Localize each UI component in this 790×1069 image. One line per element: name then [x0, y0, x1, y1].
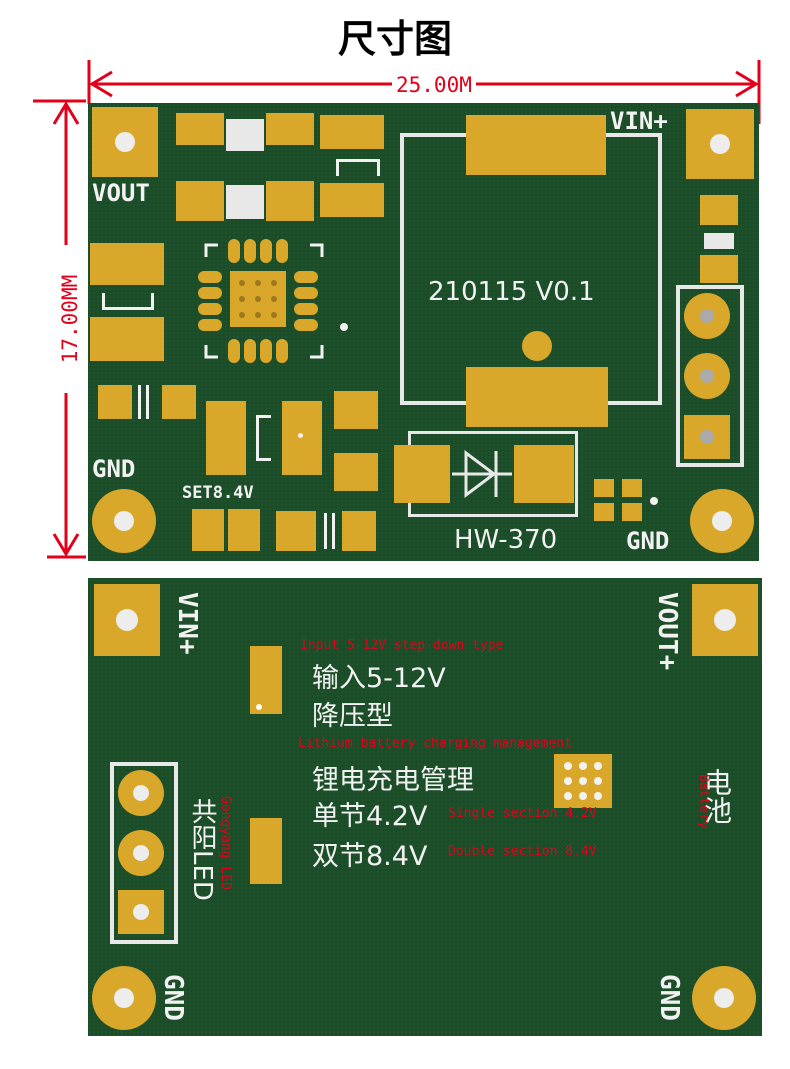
header-pin-square [118, 890, 164, 934]
header-pin [118, 770, 164, 816]
double-note-en: Double section 8.4V [448, 844, 597, 859]
pin1-dot [256, 704, 262, 710]
silk-line [146, 385, 149, 419]
width-dimension-label: 25.00M [392, 73, 476, 97]
board-version-label: 210115 V0.1 [428, 277, 595, 307]
smd-pad-small [622, 479, 642, 497]
led-header-outline [676, 285, 744, 467]
vout-pad [92, 107, 158, 177]
input-note-en: Input 5-12V step-down type [300, 638, 504, 653]
pcb-bottom-view: VIN+ VOUT+ GND GND 输入5-12V 降压型 锂电充电管理 单节… [88, 578, 762, 1036]
smd-pad [206, 401, 246, 475]
silk-line [138, 385, 141, 419]
smd-pad [320, 183, 384, 217]
pcb-top-view: VOUT VIN+ GND GND SET8.4V 210115 V0.1 HW… [88, 103, 759, 561]
smd-pad [162, 385, 196, 419]
inductor-pad-top [466, 115, 606, 175]
silk-outline [256, 415, 271, 461]
ic-pad [554, 754, 612, 808]
silk-outline [102, 293, 154, 310]
lithium-note-en: Lithium battery charging management [298, 736, 572, 751]
resistor-body [226, 185, 264, 219]
ic-chip [198, 239, 348, 363]
gnd-pad-left [92, 966, 156, 1030]
vout-label: VOUT+ [652, 592, 682, 671]
diode-pad [514, 445, 574, 503]
header-pin [684, 293, 730, 339]
capacitor-pad [90, 317, 164, 361]
vout-label: VOUT [92, 179, 150, 207]
set-voltage-label: SET8.4V [182, 483, 254, 503]
smd-pad [320, 115, 384, 149]
single-note-en: Single section 4.2V [448, 806, 597, 821]
silk-dot [650, 497, 658, 505]
battery-text-cn: 电池 [700, 768, 733, 824]
smd-pad [282, 401, 322, 475]
input-text-cn: 输入5-12V [312, 663, 446, 694]
silk-line [324, 513, 327, 549]
smd-pad [334, 453, 378, 491]
smd-pad [176, 113, 224, 145]
vin-pad [686, 109, 754, 179]
diode-symbol [452, 450, 512, 498]
smd-pad [342, 511, 376, 551]
vout-pad [692, 584, 758, 656]
gnd-pad-right [692, 966, 756, 1030]
led-text-cn: 共阳LED [187, 798, 217, 901]
vin-label: VIN+ [172, 592, 202, 655]
gnd-label-right: GND [626, 527, 670, 555]
smd-pad-small [622, 503, 642, 521]
smd-pad [266, 113, 314, 145]
capacitor-pad [90, 243, 164, 285]
gnd-label-right: GND [654, 974, 684, 1021]
smd-pad [98, 385, 132, 419]
diode-pad [394, 445, 450, 503]
header-pin-square [684, 415, 730, 459]
smd-pad [276, 511, 316, 551]
vin-pad [94, 584, 160, 656]
lithium-text-cn: 锂电充电管理 [312, 765, 474, 796]
header-pin [118, 830, 164, 876]
gnd-pad-right [690, 489, 754, 553]
header-pin [684, 353, 730, 399]
vin-label: VIN+ [610, 107, 668, 135]
step-down-text-cn: 降压型 [312, 701, 393, 732]
led-body [704, 233, 734, 249]
led-note-en: Gongyang LED [218, 796, 233, 890]
gnd-pad-left [92, 489, 156, 553]
inductor-pad-bottom [466, 367, 608, 427]
silk-line [332, 513, 335, 549]
smd-pad [176, 181, 224, 221]
height-dimension-label: 17.00MM [58, 245, 82, 393]
pin1-dot [522, 331, 552, 361]
smd-pad [192, 509, 224, 551]
smd-pad [700, 195, 738, 225]
single-cell-text-cn: 单节4.2V [312, 801, 428, 832]
gnd-label-left: GND [158, 974, 188, 1021]
smd-pad [334, 391, 378, 429]
gnd-label-left: GND [92, 455, 136, 483]
resistor-body [226, 119, 264, 151]
battery-note-en: Battery [696, 774, 711, 829]
led-header-outline [110, 762, 178, 944]
smd-pad [250, 646, 282, 714]
smd-pad [700, 255, 738, 283]
smd-pad-small [594, 479, 614, 497]
model-label: HW-370 [454, 525, 558, 555]
smd-pad [228, 509, 260, 551]
silk-outline [336, 159, 380, 176]
smd-pad [266, 181, 314, 221]
page-title: 尺寸图 [337, 17, 452, 61]
silk-dot [298, 433, 303, 438]
smd-pad-small [594, 503, 614, 521]
smd-pad [250, 818, 282, 884]
double-cell-text-cn: 双节8.4V [312, 841, 428, 872]
